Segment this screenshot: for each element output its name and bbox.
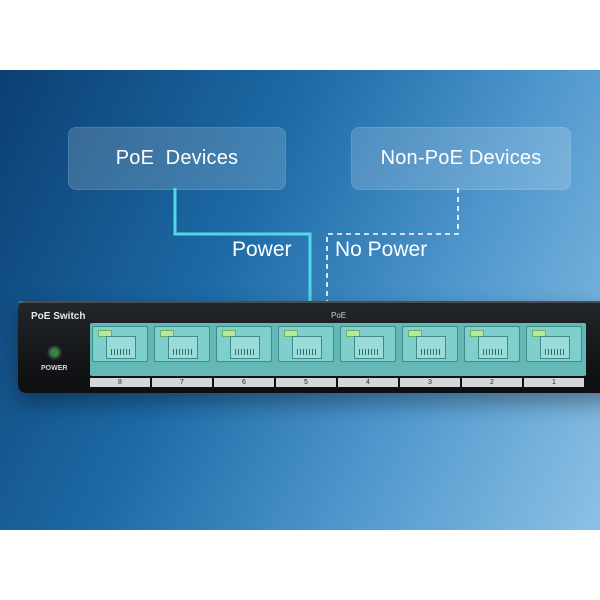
power-wire — [173, 188, 312, 328]
port-led-icon — [284, 330, 298, 337]
port-led-icon — [532, 330, 546, 337]
port-led-icon — [408, 330, 422, 337]
ethernet-port-1 — [526, 326, 582, 362]
port-led-icon — [160, 330, 174, 337]
port-number-label: 2 — [462, 378, 522, 387]
port-led-icon — [98, 330, 112, 337]
ethernet-port-3 — [402, 326, 458, 362]
port-number-label: 3 — [400, 378, 460, 387]
rj45-socket-icon — [416, 336, 446, 359]
ethernet-port-7 — [154, 326, 210, 362]
port-led-icon — [222, 330, 236, 337]
ethernet-port-6 — [216, 326, 272, 362]
rj45-socket-icon — [292, 336, 322, 359]
non-poe-devices-label: Non-PoE Devices — [380, 147, 542, 169]
switch-title: PoE Switch — [31, 311, 86, 322]
power-label: Power — [232, 238, 292, 261]
power-indicator-label: POWER — [41, 365, 68, 372]
rj45-pins-icon — [545, 349, 565, 355]
rj45-socket-icon — [478, 336, 508, 359]
port-number-label: 1 — [524, 378, 584, 387]
poe-tag: PoE — [331, 311, 347, 320]
no-power-label: No Power — [335, 238, 428, 261]
port-number-label: 7 — [152, 378, 212, 387]
rj45-socket-icon — [106, 336, 136, 359]
port-led-icon — [470, 330, 484, 337]
port-led-icon — [346, 330, 360, 337]
rj45-socket-icon — [354, 336, 384, 359]
rj45-pins-icon — [111, 349, 131, 355]
poe-devices-box: PoE Devices — [68, 127, 286, 190]
rj45-socket-icon — [540, 336, 570, 359]
rj45-pins-icon — [359, 349, 379, 355]
rj45-pins-icon — [235, 349, 255, 355]
ethernet-port-4 — [340, 326, 396, 362]
ethernet-port-8 — [92, 326, 148, 362]
port-number-label: 8 — [90, 378, 150, 387]
port-number-label: 5 — [276, 378, 336, 387]
rj45-pins-icon — [483, 349, 503, 355]
rj45-pins-icon — [173, 349, 193, 355]
non-poe-devices-box: Non-PoE Devices — [351, 127, 571, 190]
rj45-pins-icon — [297, 349, 317, 355]
poe-diagram-scene: PoE Devices Non-PoE Devices Power No Pow… — [0, 70, 600, 530]
port-number-label: 4 — [338, 378, 398, 387]
poe-devices-label: PoE Devices — [115, 147, 239, 169]
connection-wires — [173, 188, 459, 328]
ethernet-port-2 — [464, 326, 520, 362]
rj45-pins-icon — [421, 349, 441, 355]
rj45-socket-icon — [230, 336, 260, 359]
no-power-wire — [326, 188, 459, 328]
port-number-label: 6 — [214, 378, 274, 387]
rj45-socket-icon — [168, 336, 198, 359]
ethernet-port-5 — [278, 326, 334, 362]
power-led-icon — [50, 348, 59, 357]
